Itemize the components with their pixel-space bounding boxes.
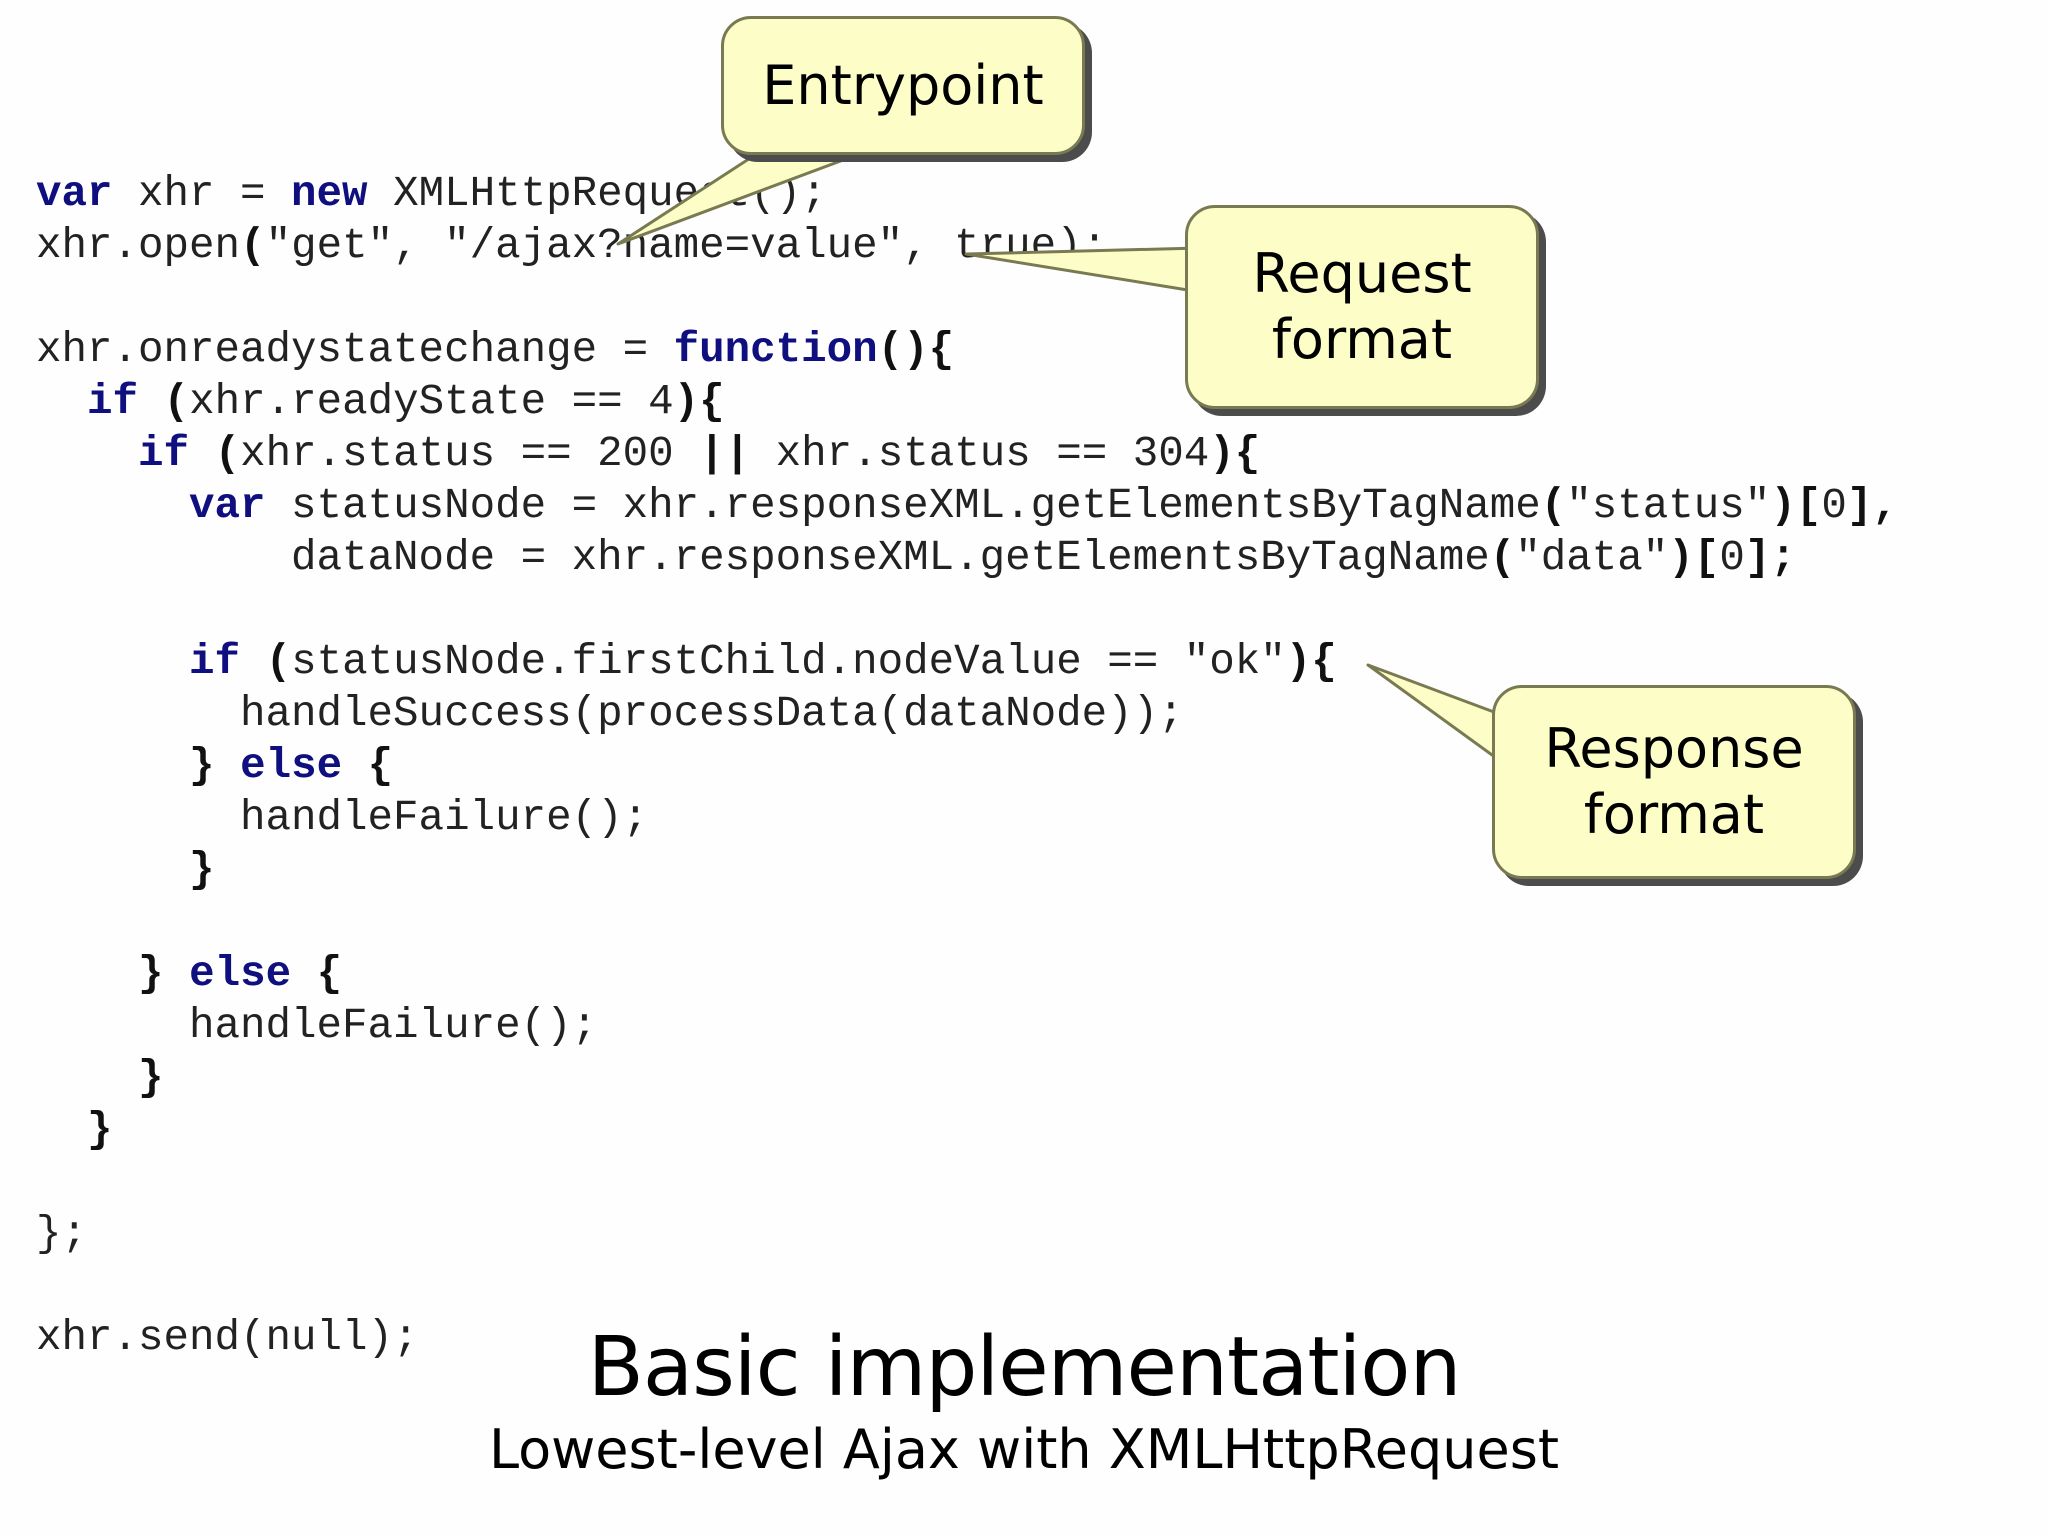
code-token: }; (36, 1210, 88, 1258)
response-callout-pointer (1366, 663, 1512, 770)
code-token: 0 (1821, 482, 1847, 530)
code-token: handleFailure(); (36, 794, 649, 842)
code-keyword: var (36, 170, 113, 218)
code-token: statusNode = xhr.responseXML.getElements… (265, 482, 1541, 530)
code-keyword: else (240, 742, 343, 790)
code-keyword: if (189, 638, 241, 686)
code-token: ( (214, 430, 241, 478)
code-token: ]; (1744, 534, 1796, 582)
code-token: { (316, 950, 343, 998)
entrypoint-callout-pointer (616, 138, 872, 246)
code-token: )[ (1770, 482, 1822, 530)
request-format-callout-line1: Request (1252, 242, 1472, 305)
slide-title-block: Basic implementation Lowest-level Ajax w… (0, 1318, 2048, 1482)
code-line: } else { (36, 948, 2036, 1000)
code-token: )[ (1668, 534, 1720, 582)
code-line: var xhr = new XMLHttpRequest(); (36, 168, 2036, 220)
code-token: handleFailure(); (36, 1002, 598, 1050)
response-format-callout: Response format (1492, 685, 1856, 879)
code-token: } (87, 1106, 113, 1154)
code-token: ( (1489, 534, 1516, 582)
code-token: xhr.send(null); (36, 1314, 419, 1362)
code-token: xhr.status == 304 (750, 430, 1210, 478)
code-token: "status" (1566, 482, 1771, 530)
code-token: ){ (673, 378, 725, 426)
code-line: xhr.onreadystatechange = function(){ (36, 324, 2036, 376)
code-line: } (36, 1104, 2036, 1156)
code-token: ( (240, 222, 266, 270)
code-keyword: if (138, 430, 190, 478)
code-line: dataNode = xhr.responseXML.getElementsBy… (36, 532, 2036, 584)
code-line: } (36, 844, 2036, 896)
code-token: "data" (1515, 534, 1669, 582)
code-token: } (138, 950, 164, 998)
request-callout-pointer (964, 246, 1202, 294)
code-line: var statusNode = xhr.responseXML.getElem… (36, 480, 2036, 532)
code-token: ){ (1209, 430, 1261, 478)
code-line: xhr.send(null); (36, 1312, 2036, 1364)
code-token: } (138, 1054, 164, 1102)
code-token: || (699, 430, 751, 478)
request-format-callout-text: Request format (1252, 241, 1471, 373)
code-token: dataNode = xhr.responseXML.getElementsBy… (36, 534, 1490, 582)
code-line: handleFailure(); (36, 792, 2036, 844)
code-token: 0 (1719, 534, 1745, 582)
code-line: if (xhr.status == 200 || xhr.status == 3… (36, 428, 2036, 480)
request-format-callout: Request format (1185, 205, 1539, 409)
code-token: statusNode.firstChild.nodeValue == "ok" (291, 638, 1286, 686)
entrypoint-callout: Entrypoint (721, 16, 1085, 155)
slide-subtitle: Lowest-level Ajax with XMLHttpRequest (488, 1418, 1560, 1481)
code-token: } (189, 846, 215, 894)
code-line: xhr.open("get", "/ajax?name=value", true… (36, 220, 2036, 272)
slide-title: Basic implementation (587, 1320, 1462, 1415)
code-token: (){ (877, 326, 955, 374)
code-token: xhr.onreadystatechange = (36, 326, 674, 374)
code-token: ], (1846, 482, 1898, 530)
code-token: xhr = (112, 170, 292, 218)
code-keyword: var (189, 482, 266, 530)
code-token: xhr.readyState == 4 (189, 378, 674, 426)
code-line: if (xhr.readyState == 4){ (36, 376, 2036, 428)
code-keyword: else (189, 950, 292, 998)
code-keyword: function (673, 326, 878, 374)
entrypoint-callout-label: Entrypoint (762, 53, 1044, 117)
code-token: ){ (1285, 638, 1337, 686)
code-keyword: new (291, 170, 368, 218)
code-line: handleSuccess(processData(dataNode)); (36, 688, 2036, 740)
code-line: }; (36, 1208, 2036, 1260)
response-format-callout-text: Response format (1544, 716, 1803, 848)
code-token: } (189, 742, 215, 790)
code-token: ( (1540, 482, 1567, 530)
code-line: if (statusNode.firstChild.nodeValue == "… (36, 636, 2036, 688)
code-line: } (36, 1052, 2036, 1104)
code-token: "get", "/ajax?name=value", true (265, 222, 1057, 270)
code-line: } else { (36, 740, 2036, 792)
code-token: ( (163, 378, 190, 426)
request-format-callout-line2: format (1271, 308, 1453, 371)
code-listing: var xhr = new XMLHttpRequest();xhr.open(… (36, 168, 2036, 1364)
response-format-callout-line2: format (1583, 783, 1765, 846)
code-line: handleFailure(); (36, 1000, 2036, 1052)
code-token: handleSuccess(processData(dataNode)); (36, 690, 1184, 738)
code-token: { (367, 742, 394, 790)
response-format-callout-line1: Response (1544, 717, 1804, 780)
code-token: ( (265, 638, 292, 686)
code-token: xhr.status == 200 (240, 430, 700, 478)
code-token: xhr.open (36, 222, 241, 270)
code-keyword: if (87, 378, 139, 426)
